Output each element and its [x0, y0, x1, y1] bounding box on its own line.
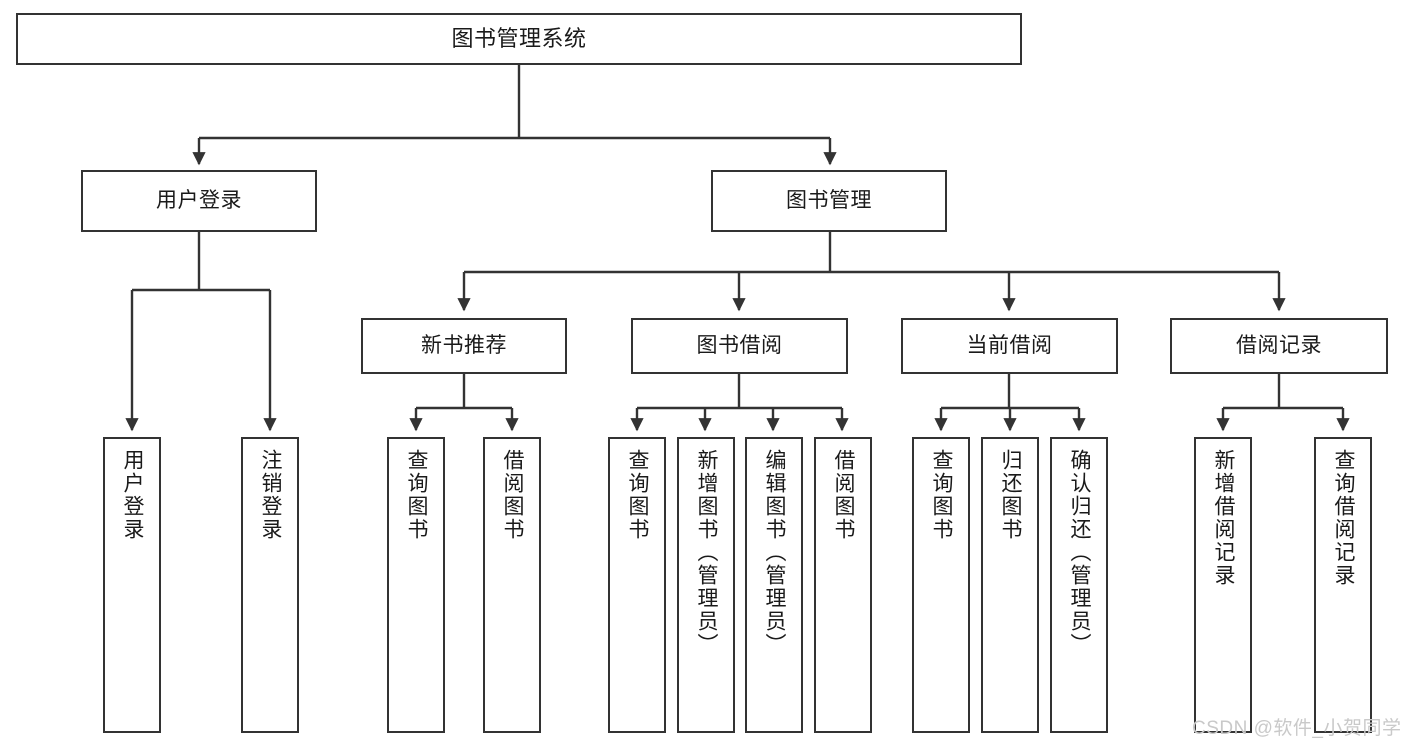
node-new-book-recommend[interactable]: 新书推荐 [361, 318, 567, 374]
node-book-borrow[interactable]: 图书借阅 [631, 318, 848, 374]
node-leaf-edit-book[interactable]: 编辑图书（管理员） [745, 437, 803, 733]
node-book-management[interactable]: 图书管理 [711, 170, 947, 232]
node-leaf-user-logout[interactable]: 注销登录 [241, 437, 299, 733]
node-leaf-add-record-label: 新增借阅记录 [1212, 449, 1236, 587]
node-leaf-query-book-3[interactable]: 查询图书 [912, 437, 970, 733]
node-book-management-label: 图书管理 [786, 188, 872, 212]
node-new-book-recommend-label: 新书推荐 [421, 333, 507, 357]
node-leaf-query-book-2[interactable]: 查询图书 [608, 437, 666, 733]
node-user-login-label: 用户登录 [156, 188, 242, 212]
node-borrow-record-label: 借阅记录 [1236, 333, 1322, 357]
node-borrow-record[interactable]: 借阅记录 [1170, 318, 1388, 374]
node-root-label: 图书管理系统 [451, 26, 587, 52]
node-leaf-confirm-return[interactable]: 确认归还（管理员） [1050, 437, 1108, 733]
node-leaf-user-logout-label: 注销登录 [259, 449, 283, 541]
node-current-borrow-label: 当前借阅 [966, 333, 1053, 357]
node-leaf-query-book-2-label: 查询图书 [626, 449, 650, 541]
node-leaf-add-record[interactable]: 新增借阅记录 [1194, 437, 1252, 733]
node-leaf-query-book-3-label: 查询图书 [930, 449, 954, 541]
node-leaf-borrow-book-2[interactable]: 借阅图书 [814, 437, 872, 733]
node-leaf-add-book[interactable]: 新增图书（管理员） [677, 437, 735, 733]
node-leaf-return-book-label: 归还图书 [999, 449, 1023, 541]
node-book-borrow-label: 图书借阅 [696, 333, 783, 357]
node-leaf-query-record-label: 查询借阅记录 [1332, 449, 1356, 587]
node-leaf-borrow-book-1[interactable]: 借阅图书 [483, 437, 541, 733]
node-leaf-return-book[interactable]: 归还图书 [981, 437, 1039, 733]
node-leaf-query-book-1[interactable]: 查询图书 [387, 437, 445, 733]
node-leaf-borrow-book-2-label: 借阅图书 [832, 449, 856, 541]
node-user-login[interactable]: 用户登录 [81, 170, 317, 232]
node-leaf-query-record[interactable]: 查询借阅记录 [1314, 437, 1372, 733]
node-leaf-user-login-label: 用户登录 [121, 449, 145, 541]
node-leaf-add-book-label: 新增图书（管理员） [695, 449, 719, 656]
node-leaf-borrow-book-1-label: 借阅图书 [501, 449, 525, 541]
node-leaf-user-login[interactable]: 用户登录 [103, 437, 161, 733]
node-root[interactable]: 图书管理系统 [16, 13, 1022, 65]
node-leaf-edit-book-label: 编辑图书（管理员） [763, 449, 787, 656]
node-leaf-confirm-return-label: 确认归还（管理员） [1068, 449, 1092, 656]
node-leaf-query-book-1-label: 查询图书 [405, 449, 429, 541]
node-current-borrow[interactable]: 当前借阅 [901, 318, 1118, 374]
